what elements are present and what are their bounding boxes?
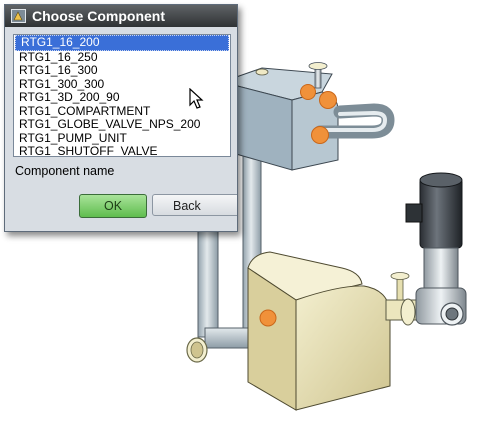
grey-tank-valve-handwheel <box>308 62 328 70</box>
pump-motor-cap <box>419 172 463 188</box>
pipe-to-pump-flange <box>400 298 416 326</box>
dialog-title: Choose Component <box>32 8 165 24</box>
pump-valve-handwheel <box>390 272 410 280</box>
pump-terminal-box <box>405 203 423 223</box>
pipe-right-loop-highlight <box>318 110 388 132</box>
pump-lantern <box>423 247 459 289</box>
title-bar[interactable]: Choose Component <box>5 5 237 27</box>
list-item[interactable]: RTG1_GLOBE_VALVE_NPS_200 <box>19 117 201 131</box>
list-item[interactable]: RTG1_3D_200_90 <box>19 90 120 104</box>
list-item[interactable]: RTG1_COMPARTMENT <box>19 103 151 118</box>
beige-tank-side <box>295 285 391 411</box>
pump-outlet-bore <box>445 307 459 321</box>
list-item[interactable]: RTG1_16_250 <box>19 49 98 64</box>
pipe-end-opening <box>190 341 204 359</box>
grey-tank-nozzle <box>255 68 269 76</box>
marker-1[interactable] <box>300 84 316 100</box>
list-item[interactable]: RTG1_16_200 <box>15 35 229 51</box>
list-item[interactable]: RTG1_SHUTOFF_VALVE <box>19 144 158 157</box>
pump-motor <box>419 177 463 249</box>
marker-2[interactable] <box>319 91 337 109</box>
list-item[interactable]: RTG1_300_300 <box>19 76 105 91</box>
app-icon <box>11 9 26 23</box>
pointer-cursor-icon <box>189 88 204 109</box>
component-name-label: Component name <box>15 164 115 178</box>
marker-4[interactable] <box>259 309 277 327</box>
beige-tank-top <box>247 251 363 301</box>
pipe-right-loop <box>313 103 395 139</box>
marker-3[interactable] <box>311 126 329 144</box>
list-item[interactable]: RTG1_PUMP_UNIT <box>19 130 127 145</box>
ok-button[interactable]: OK <box>79 194 147 218</box>
back-button[interactable]: Back <box>152 194 237 216</box>
list-item[interactable]: RTG1_16_300 <box>19 63 98 77</box>
